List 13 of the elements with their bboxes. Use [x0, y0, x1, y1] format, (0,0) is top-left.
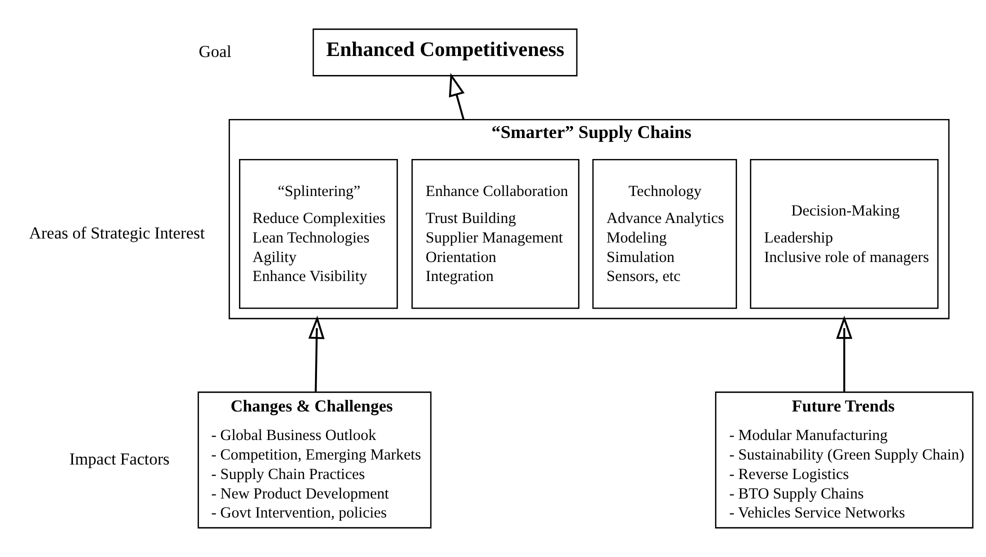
node-box: “Splintering” Reduce Complexities Lean Technologies Agility Enhance Visibility: [238, 159, 398, 309]
label: Goal: [198, 42, 231, 61]
node-box: Technology Advance Analytics Modeling Simulation Sensors, etc: [592, 159, 737, 309]
label: Areas of Strategic Interest: [28, 223, 204, 242]
node-box: Enhance Collaboration Trust Building Supplier Management Orientation Integration: [410, 159, 579, 309]
arrow: [308, 316, 324, 392]
arrow: [448, 72, 464, 120]
node-box: Changes & Challenges - Global Business Outlook - Competition, Emerging Markets - Supply Chain Practices - New Product Development - Govt Intervention, policies: [197, 392, 431, 528]
node-box: Decision-Making Leadership Inclusive role of managers: [749, 159, 938, 309]
node-box: Enhanced Competitiveness: [312, 28, 577, 76]
arrow: [836, 316, 852, 392]
label: Impact Factors: [68, 449, 170, 468]
node-box: Future Trends - Modular Manufacturing - Sustainability (Green Supply Chain) - Reverse Logistics - BTO Supply Chains - Vehicles Service Networks: [714, 392, 973, 528]
